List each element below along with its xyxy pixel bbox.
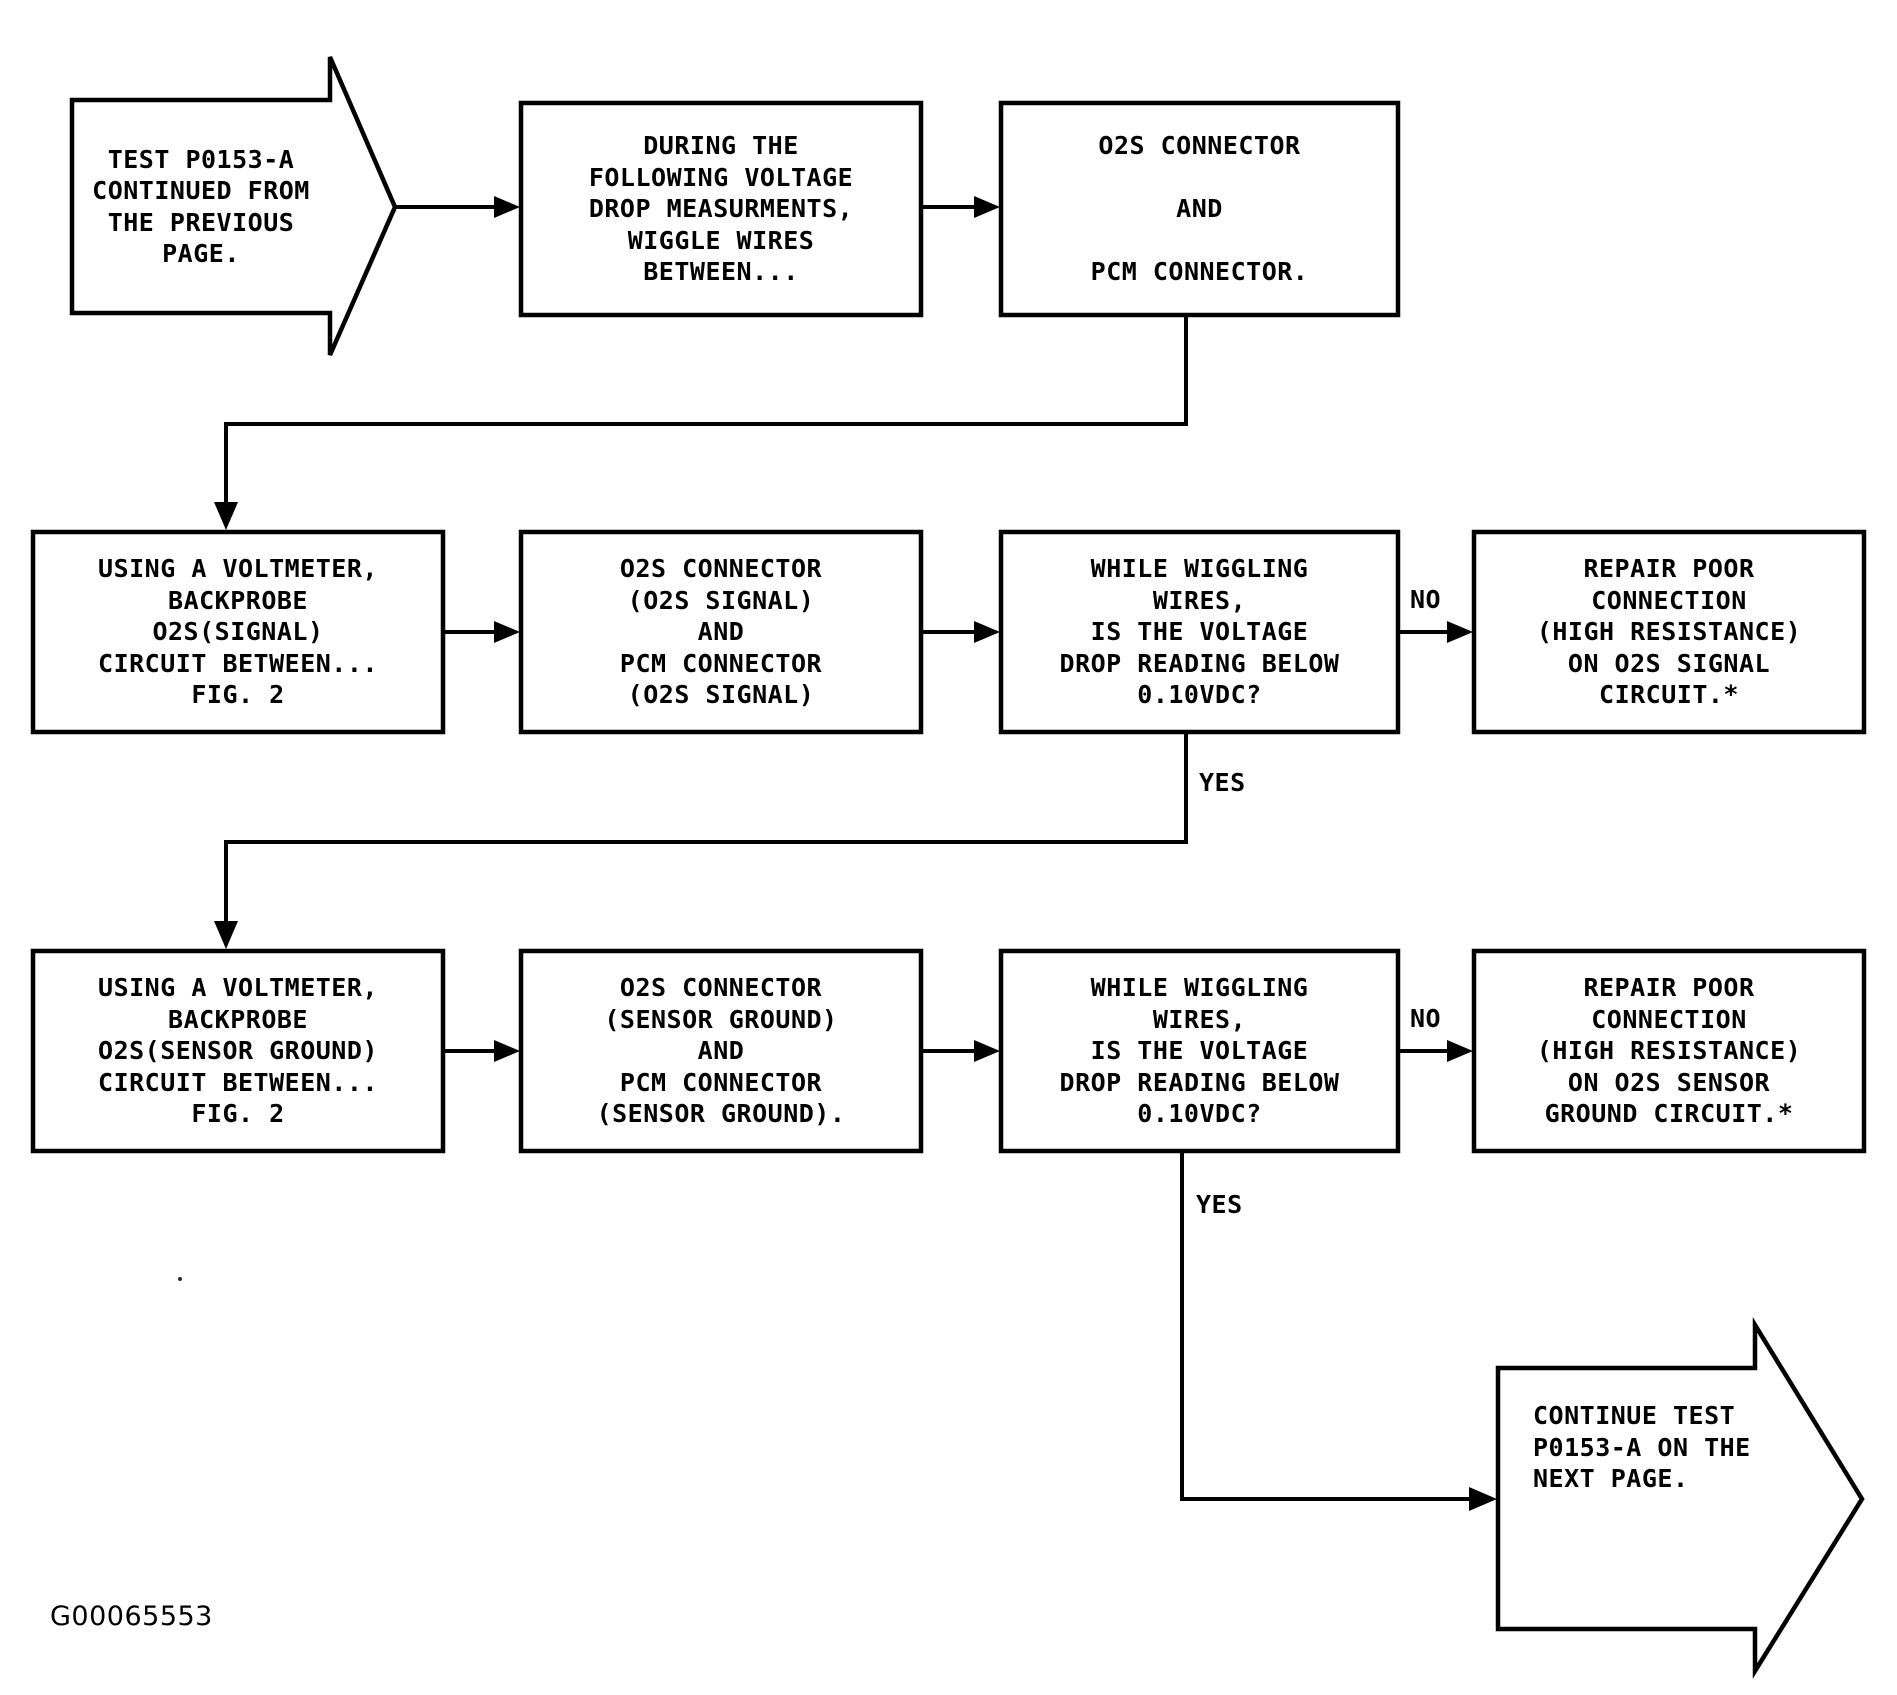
connector-ground-yes-branch <box>1180 1151 1480 1501</box>
during-box-label: DURING THE FOLLOWING VOLTAGE DROP MEASUR… <box>588 131 854 287</box>
ground-connectors-box-shape <box>518 948 924 1154</box>
scan-speck <box>178 1277 182 1281</box>
arrowhead-ground-connectors-to-decision <box>974 1040 1000 1062</box>
signal-backprobe-box-label: USING A VOLTMETER, BACKPROBE O2S(SIGNAL)… <box>98 554 378 710</box>
signal-decision-box-label: WHILE WIGGLING WIRES, IS THE VOLTAGE DRO… <box>1059 554 1340 710</box>
edge-label-signal-no: NO <box>1410 585 1442 614</box>
ground-repair-box-shape <box>1471 948 1867 1154</box>
arrowhead-signal-backprobe-to-connectors <box>494 621 520 643</box>
signal-repair-box-label: REPAIR POOR CONNECTION (HIGH RESISTANCE)… <box>1536 554 1802 710</box>
ground-decision-box-label: WHILE WIGGLING WIRES, IS THE VOLTAGE DRO… <box>1059 973 1340 1129</box>
signal-connectors-box-shape <box>518 529 924 735</box>
start-arrow-shape <box>69 56 398 356</box>
connector-connectors-to-signal-backprobe <box>224 315 1188 513</box>
start-arrow-label: TEST P0153-A CONTINUED FROM THE PREVIOUS… <box>92 144 310 269</box>
connector-signal-yes-branch <box>224 732 1188 932</box>
ground-backprobe-box-shape <box>30 948 446 1154</box>
ground-decision-box-shape <box>998 948 1401 1154</box>
arrowhead-into-continue-arrow <box>1469 1487 1497 1511</box>
edge-label-signal-yes: YES <box>1199 768 1246 797</box>
figure-id-label: G00065553 <box>50 1601 213 1632</box>
arrowhead-signal-no-branch <box>1447 621 1473 643</box>
connectors-box-shape <box>998 100 1401 318</box>
signal-backprobe-box-shape <box>30 529 446 735</box>
continue-arrow-label: CONTINUE TEST P0153-A ON THE NEXT PAGE. <box>1533 1401 1751 1493</box>
arrowhead-start-to-during <box>494 196 520 218</box>
arrowhead-ground-no-branch <box>1447 1040 1473 1062</box>
arrowhead-into-ground-backprobe <box>214 921 238 949</box>
ground-repair-box-label: REPAIR POOR CONNECTION (HIGH RESISTANCE)… <box>1536 973 1802 1129</box>
edge-label-ground-yes: YES <box>1196 1190 1243 1219</box>
during-box-shape <box>518 100 924 318</box>
signal-connectors-box-label: O2S CONNECTOR (O2S SIGNAL) AND PCM CONNE… <box>619 554 823 710</box>
ground-connectors-box-label: O2S CONNECTOR (SENSOR GROUND) AND PCM CO… <box>596 973 846 1129</box>
connectors-box-label: O2S CONNECTOR AND PCM CONNECTOR. <box>1090 131 1309 287</box>
arrowhead-signal-connectors-to-decision <box>974 621 1000 643</box>
continue-arrow-shape <box>1495 1317 1865 1679</box>
edge-label-ground-no: NO <box>1410 1004 1442 1033</box>
arrowhead-ground-backprobe-to-connectors <box>494 1040 520 1062</box>
ground-backprobe-box-label: USING A VOLTMETER, BACKPROBE O2S(SENSOR … <box>98 973 378 1129</box>
signal-repair-box-shape <box>1471 529 1867 735</box>
arrowhead-during-to-connectors <box>974 196 1000 218</box>
arrowhead-into-signal-backprobe <box>214 502 238 530</box>
